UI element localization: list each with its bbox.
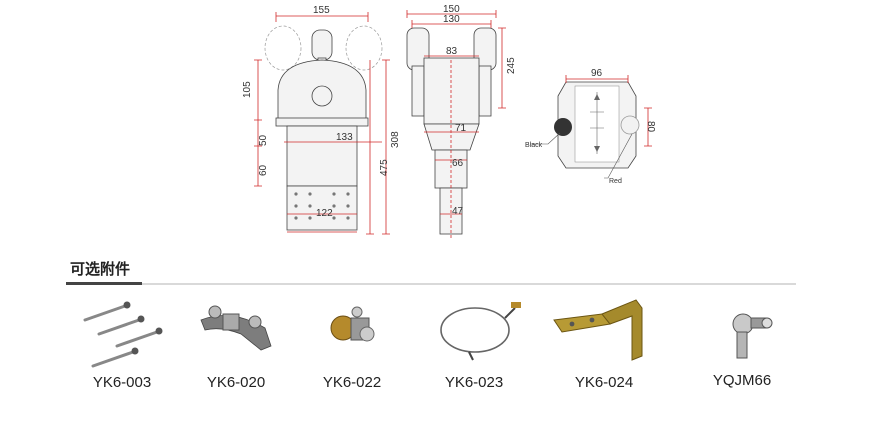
dim-133: 133 bbox=[336, 132, 353, 143]
accessory-code: YK6-024 bbox=[574, 374, 634, 391]
lever-ghost-left bbox=[264, 25, 302, 71]
dim-130: 130 bbox=[443, 14, 460, 25]
top-view: 96 80 Black Red bbox=[525, 68, 656, 185]
cable-clamp-icon bbox=[330, 306, 375, 342]
side-arm-right bbox=[478, 65, 492, 117]
side-arm-left bbox=[411, 65, 425, 117]
dim-80: 80 bbox=[645, 121, 656, 133]
mount-holes bbox=[294, 192, 350, 220]
pivot bbox=[311, 85, 333, 107]
ball-joint-icon bbox=[732, 313, 773, 359]
dim-475: 475 bbox=[379, 159, 390, 176]
accessory-yqjm66: YQJM66 bbox=[682, 290, 802, 400]
dim-96: 96 bbox=[591, 68, 603, 79]
dim-105: 105 bbox=[242, 81, 253, 98]
lever-handle bbox=[311, 29, 333, 61]
accessory-yk6-024: YK6-024 bbox=[544, 290, 664, 400]
dim-83: 83 bbox=[446, 46, 458, 57]
black-leader bbox=[530, 132, 561, 145]
white-knob-icon bbox=[620, 115, 640, 135]
rod-ends-icon bbox=[83, 301, 163, 368]
section-title: 可选附件 bbox=[70, 261, 131, 278]
dim-66: 66 bbox=[452, 158, 464, 169]
side-view: 150 130 83 245 71 66 47 bbox=[406, 4, 517, 240]
accessory-code: YK6-022 bbox=[322, 374, 382, 391]
lever-ghost-right bbox=[345, 25, 383, 71]
front-view: 155 105 50 60 133 475 308 122 bbox=[242, 5, 401, 235]
red-leader bbox=[604, 133, 633, 179]
reverse-arrow-icon bbox=[594, 146, 600, 152]
dim-245: 245 bbox=[506, 57, 517, 74]
dim-122: 122 bbox=[316, 208, 333, 219]
technical-drawing: 155 105 50 60 133 475 308 122 150 130 83… bbox=[242, 4, 656, 240]
black-knob-icon bbox=[554, 118, 572, 136]
accessory-yk6-022: YK6-022 bbox=[292, 290, 412, 400]
red-label: Red bbox=[609, 178, 622, 185]
dim-47: 47 bbox=[452, 206, 464, 217]
dim-308: 308 bbox=[390, 131, 401, 148]
side-taper bbox=[423, 123, 480, 151]
dim-155: 155 bbox=[313, 5, 330, 16]
accessory-yk6-023: YK6-023 bbox=[414, 290, 534, 400]
top-markings bbox=[590, 92, 604, 154]
accessory-code: YK6-023 bbox=[444, 374, 504, 391]
dim-150: 150 bbox=[443, 4, 460, 15]
mounting-bracket-icon bbox=[553, 299, 643, 361]
base-plate bbox=[275, 117, 369, 127]
accessory-yk6-003: YK6-003 bbox=[62, 290, 182, 400]
side-body bbox=[423, 57, 480, 125]
clamp-bracket-icon bbox=[200, 305, 272, 351]
section-divider-accent bbox=[66, 282, 142, 285]
accessory-yk6-020: YK6-020 bbox=[176, 290, 296, 400]
accessory-code: YK6-020 bbox=[206, 374, 266, 391]
dim-50: 50 bbox=[258, 134, 269, 146]
dim-60: 60 bbox=[258, 164, 269, 176]
accessory-code: YQJM66 bbox=[712, 372, 772, 389]
forward-arrow-icon bbox=[594, 94, 600, 100]
accessory-code: YK6-003 bbox=[92, 374, 152, 391]
column bbox=[286, 125, 358, 187]
cable-icon bbox=[440, 302, 521, 361]
section-divider bbox=[66, 283, 796, 285]
dim-71: 71 bbox=[455, 123, 467, 134]
black-label: Black bbox=[525, 142, 543, 149]
mount-plate bbox=[286, 185, 358, 231]
